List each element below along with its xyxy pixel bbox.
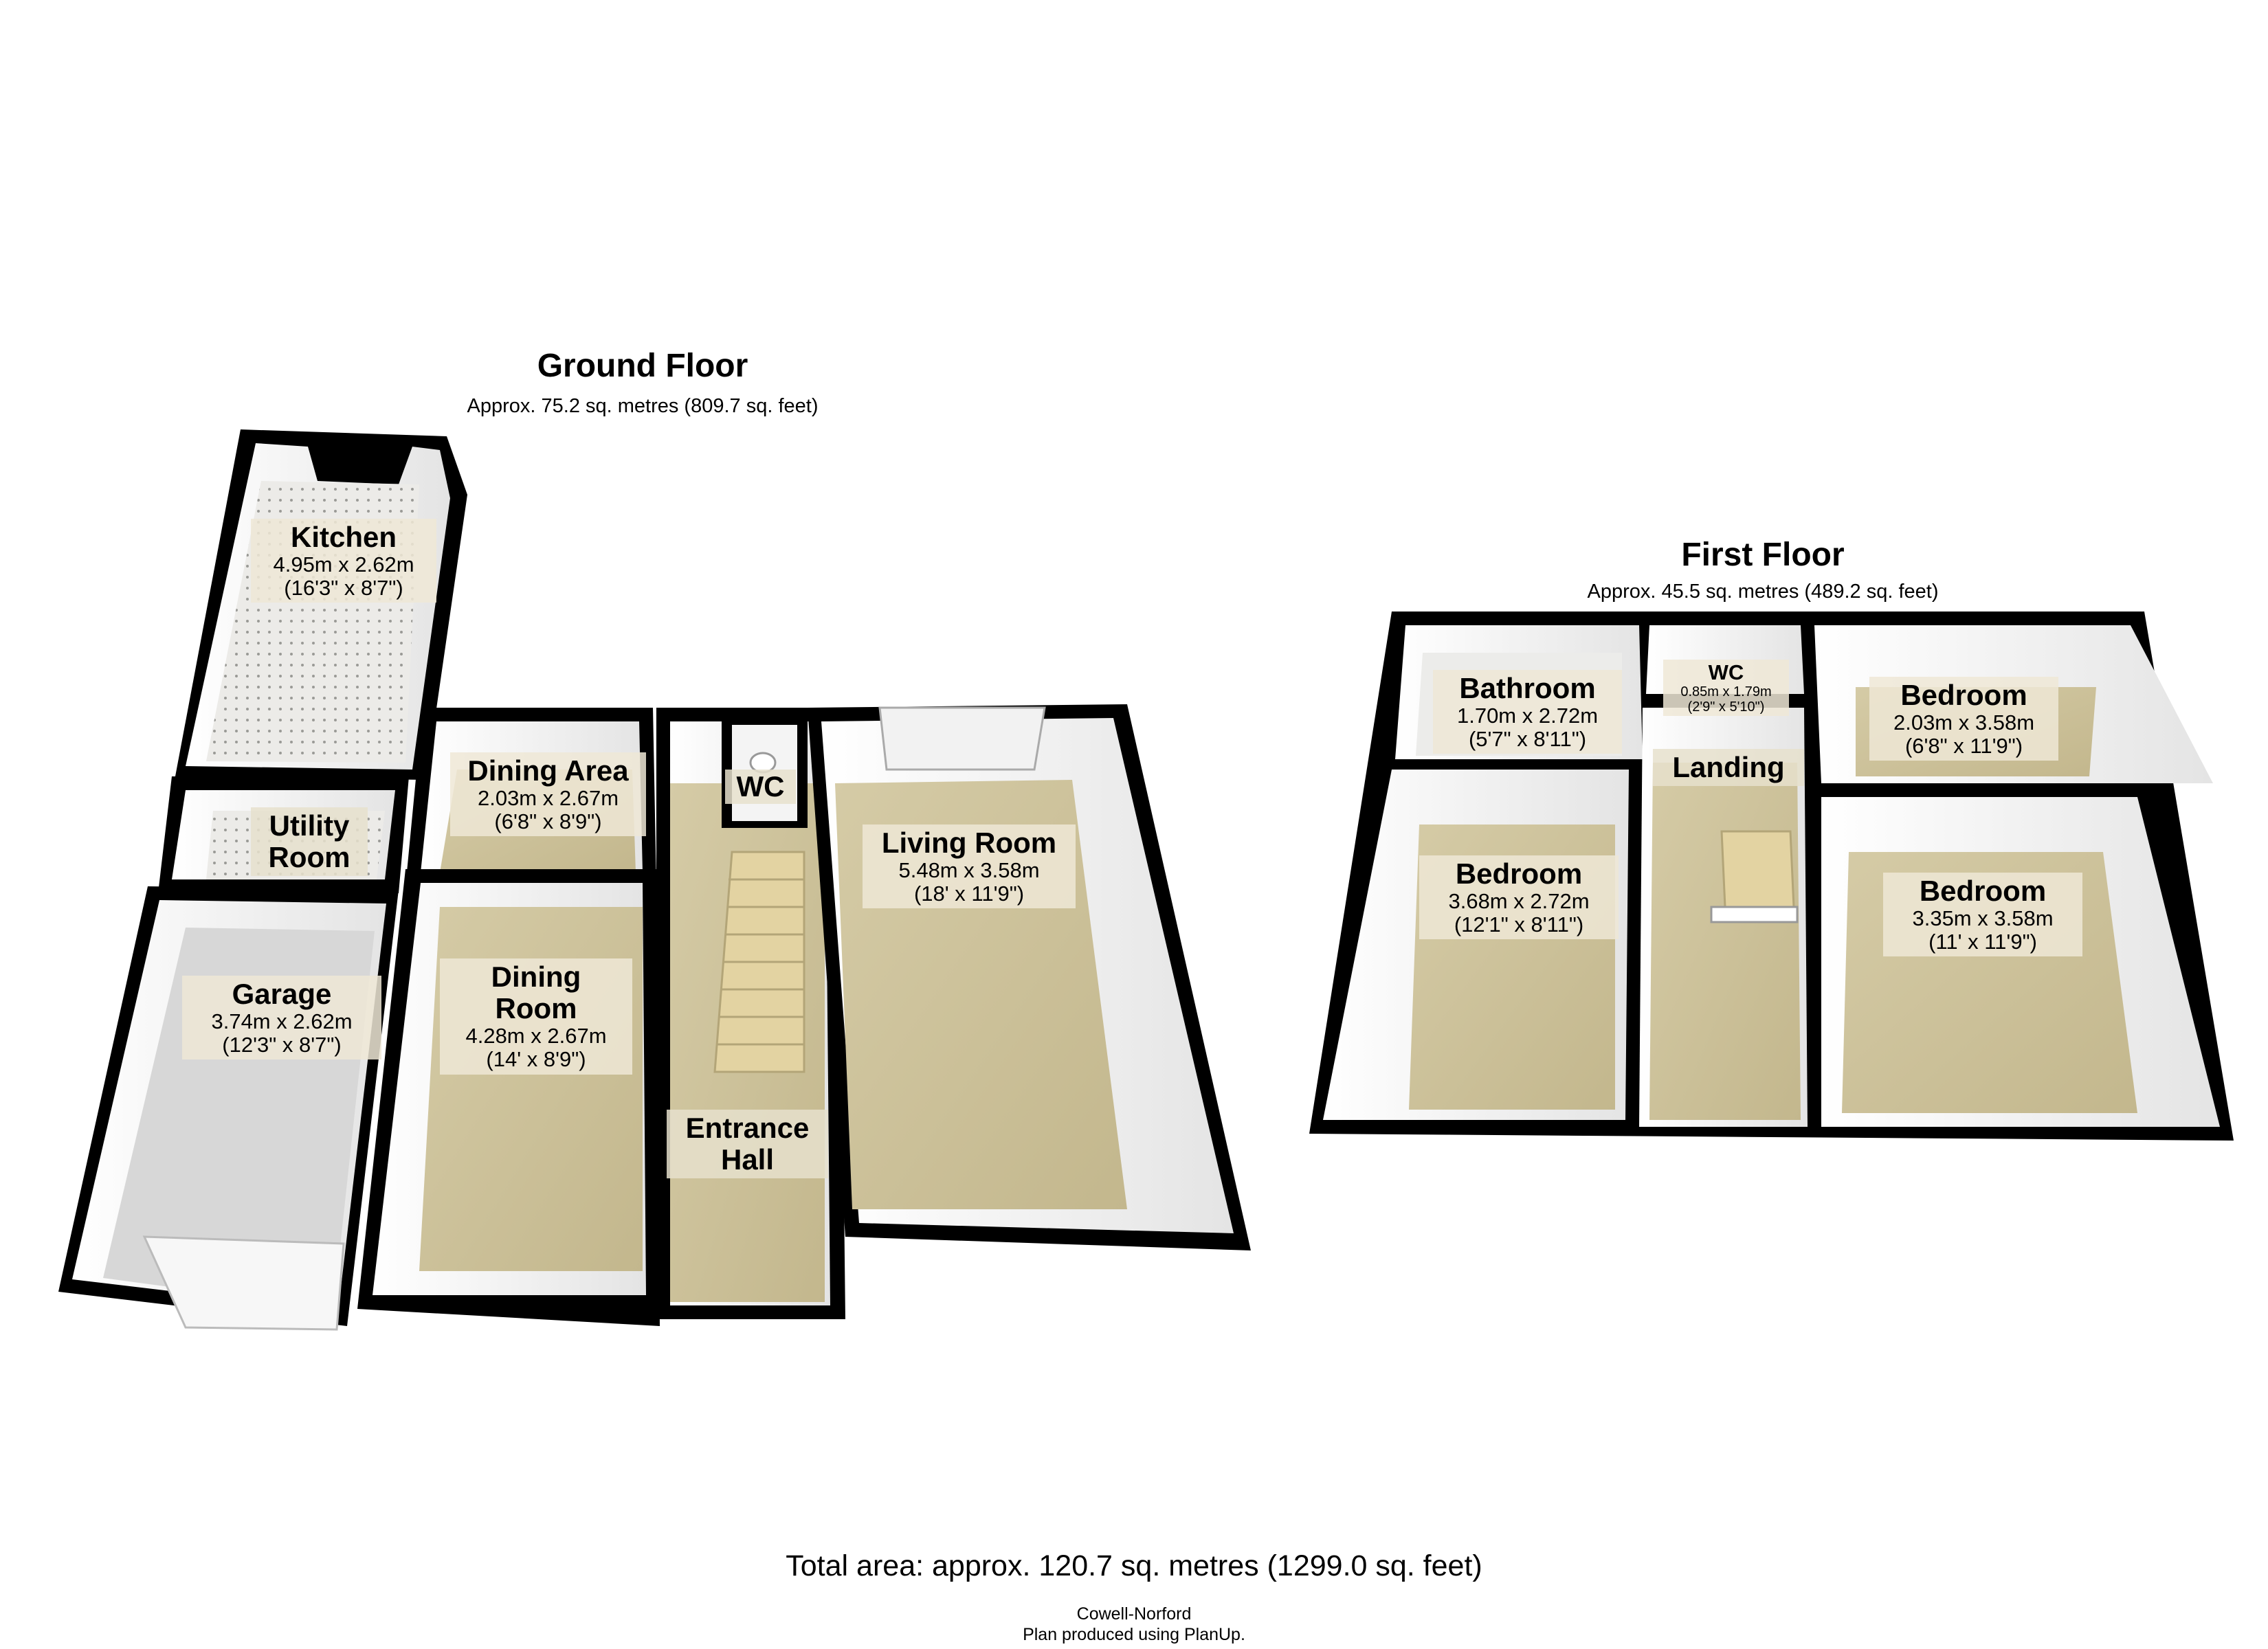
room-imperial: (5'7" x 8'11"): [1468, 727, 1587, 752]
room-name: Living Room: [881, 827, 1057, 859]
room-metric: 0.85m x 1.79m: [1680, 684, 1772, 700]
room-name: Bedroom: [1455, 857, 1583, 890]
room-name: Entrance Hall: [685, 1112, 810, 1176]
room-name: Garage: [232, 978, 332, 1010]
room-name: WC: [736, 770, 785, 803]
first-floor-title: First Floor: [1681, 537, 1845, 573]
garage-room: [58, 886, 399, 1331]
landing-room: [1639, 708, 1808, 1127]
room-imperial: (11' x 11'9"): [1928, 930, 2037, 954]
total-area: Total area: approx. 120.7 sq. metres (12…: [786, 1549, 1482, 1582]
room-label-upper-wc: WC 0.85m x 1.79m (2'9" x 5'10"): [1663, 660, 1789, 717]
room-label-dining-area: Dining Area 2.03m x 2.67m (6'8" x 8'9"): [450, 752, 646, 837]
room-name: Dining Room: [491, 961, 581, 1025]
room-label-entrance-hall: Entrance Hall: [667, 1110, 828, 1179]
room-metric: 3.68m x 2.72m: [1448, 889, 1590, 914]
first-floor-area: Approx. 45.5 sq. metres (489.2 sq. feet): [1587, 581, 1939, 603]
room-name: Dining Area: [467, 754, 629, 787]
room-name: WC: [1708, 660, 1744, 684]
room-label-bedroom-bottom-right: Bedroom 3.35m x 3.58m (11' x 11'9"): [1883, 873, 2082, 957]
room-imperial: (16'3" x 8'7"): [284, 576, 403, 601]
room-name: Landing: [1672, 751, 1785, 783]
room-label-bedroom-left: Bedroom 3.68m x 2.72m (12'1" x 8'11"): [1419, 855, 1619, 940]
room-imperial: (18' x 11'9"): [913, 882, 1025, 906]
living-room: [808, 704, 1251, 1250]
room-label-landing: Landing: [1653, 749, 1804, 787]
room-label-bathroom: Bathroom 1.70m x 2.72m (5'7" x 8'11"): [1433, 670, 1622, 754]
room-label-garage: Garage 3.74m x 2.62m (12'3" x 8'7"): [182, 976, 381, 1060]
room-imperial: (6'8" x 8'9"): [494, 809, 602, 834]
ground-floor-area: Approx. 75.2 sq. metres (809.7 sq. feet): [467, 395, 819, 417]
room-name: Bathroom: [1459, 672, 1596, 704]
room-imperial: (6'8" x 11'9"): [1904, 734, 2023, 759]
room-name: Bedroom: [1919, 875, 2047, 907]
room-metric: 3.35m x 3.58m: [1912, 906, 2054, 931]
room-metric: 1.70m x 2.72m: [1456, 704, 1599, 728]
room-label-bedroom-top-right: Bedroom 2.03m x 3.58m (6'8" x 11'9"): [1869, 677, 2058, 761]
room-name: Utility Room: [268, 809, 351, 874]
credit-produced-by: Plan produced using PlanUp.: [1023, 1625, 1245, 1644]
room-metric: 3.74m x 2.62m: [211, 1009, 353, 1034]
room-metric: 5.48m x 3.58m: [898, 858, 1040, 883]
room-imperial: (2'9" x 5'10"): [1687, 699, 1765, 715]
room-metric: 4.28m x 2.67m: [465, 1024, 607, 1048]
room-label-living-room: Living Room 5.48m x 3.58m (18' x 11'9"): [863, 824, 1076, 909]
room-name: Bedroom: [1900, 679, 2027, 711]
room-label-kitchen: Kitchen 4.95m x 2.62m (16'3" x 8'7"): [251, 519, 436, 603]
room-imperial: (12'1" x 8'11"): [1454, 912, 1584, 937]
room-label-wc: WC: [725, 770, 796, 805]
room-metric: 2.03m x 2.67m: [477, 786, 619, 811]
dining-room: [357, 869, 660, 1326]
room-label-dining-room: Dining Room 4.28m x 2.67m (14' x 8'9"): [440, 958, 632, 1075]
credit-company: Cowell-Norford: [1076, 1604, 1192, 1624]
room-imperial: (14' x 8'9"): [486, 1047, 586, 1072]
room-label-utility: Utility Room: [251, 807, 368, 877]
ground-floor-title: Ground Floor: [537, 348, 748, 384]
room-metric: 2.03m x 3.58m: [1893, 710, 2035, 735]
room-metric: 4.95m x 2.62m: [273, 552, 414, 577]
room-imperial: (12'3" x 8'7"): [222, 1033, 342, 1057]
stairs: [713, 851, 805, 1073]
room-name: Kitchen: [290, 521, 397, 553]
